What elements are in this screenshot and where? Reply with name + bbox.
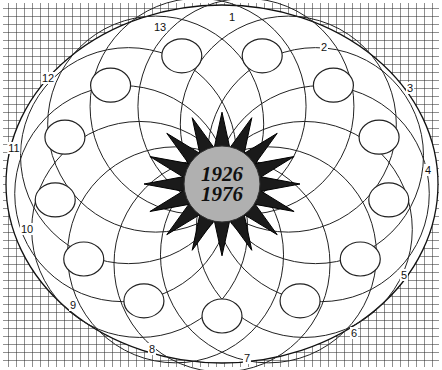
overlap-ring [48, 16, 264, 232]
blank-oval [313, 68, 353, 102]
sun-rays [144, 112, 300, 256]
callout-number: 1 [228, 11, 236, 23]
blank-oval [162, 39, 202, 73]
blank-oval [202, 299, 242, 333]
callout-number: 12 [41, 72, 55, 84]
callout-number: 8 [148, 343, 156, 355]
blank-oval [280, 284, 320, 318]
outer-ellipse [6, 5, 438, 363]
blank-oval [369, 183, 409, 217]
callout-number: 10 [20, 223, 34, 235]
callout-number: 13 [153, 21, 167, 33]
blank-oval [242, 39, 282, 73]
blank-oval [35, 183, 75, 217]
grid-ground [3, 3, 439, 367]
sun-disc [184, 146, 260, 222]
overlap-ring [114, 156, 330, 370]
callout-number: 7 [243, 352, 251, 364]
callout-number: 9 [69, 299, 77, 311]
center-disc: 1926 1976 [184, 149, 260, 219]
blank-oval [64, 242, 104, 276]
callout-number: 5 [400, 269, 408, 281]
blank-oval [124, 284, 164, 318]
blank-oval [359, 120, 399, 154]
year-text: 1926 1976 [196, 164, 248, 204]
blank-oval [45, 120, 85, 154]
blank-oval [340, 242, 380, 276]
callout-number: 4 [424, 164, 432, 176]
blank-oval [91, 68, 131, 102]
callout-number: 6 [350, 327, 358, 339]
callout-number: 2 [320, 41, 328, 53]
callout-number: 11 [7, 142, 20, 154]
callout-number: 3 [406, 82, 414, 94]
